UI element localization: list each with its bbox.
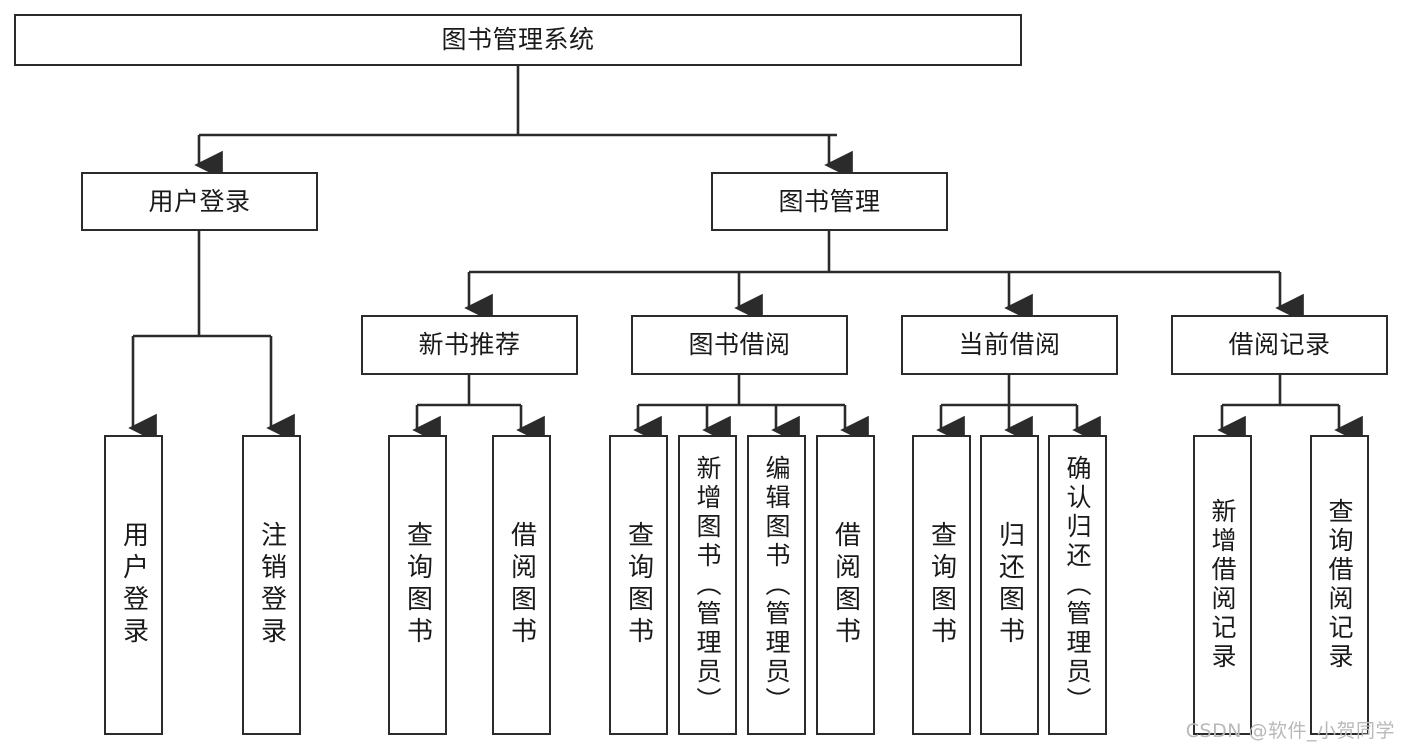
leaf-edit-book-admin[interactable]: 编辑图书（管理员） bbox=[747, 435, 806, 735]
node-new-book-recommend[interactable]: 新书推荐 bbox=[361, 315, 578, 375]
leaf-confirm-return-admin[interactable]: 确认归还（管理员） bbox=[1048, 435, 1107, 735]
leaf-add-book-admin[interactable]: 新增图书（管理员） bbox=[678, 435, 737, 735]
node-label: 确认归还（管理员） bbox=[1063, 454, 1092, 716]
leaf-add-borrow-record[interactable]: 新增借阅记录 bbox=[1193, 435, 1252, 735]
node-label: 查询图书 bbox=[623, 521, 654, 649]
node-label: 用户登录 bbox=[148, 186, 251, 216]
node-label: 当前借阅 bbox=[958, 330, 1061, 360]
leaf-query-book-borrow[interactable]: 查询图书 bbox=[609, 435, 668, 735]
node-label: 借阅记录 bbox=[1228, 330, 1331, 360]
node-user-login[interactable]: 用户登录 bbox=[81, 172, 318, 231]
watermark: CSDN @软件_小贺同学 bbox=[1185, 720, 1395, 742]
leaf-query-book-current[interactable]: 查询图书 bbox=[912, 435, 971, 735]
leaf-logout-login[interactable]: 注销登录 bbox=[242, 435, 301, 735]
node-label: 新增借阅记录 bbox=[1208, 498, 1237, 672]
node-label: 查询图书 bbox=[926, 521, 957, 649]
node-label: 编辑图书（管理员） bbox=[762, 454, 791, 716]
leaf-query-borrow-record[interactable]: 查询借阅记录 bbox=[1310, 435, 1369, 735]
node-label: 查询图书 bbox=[402, 521, 433, 649]
node-label: 注销登录 bbox=[256, 521, 287, 649]
leaf-return-book[interactable]: 归还图书 bbox=[980, 435, 1039, 735]
node-current-borrow[interactable]: 当前借阅 bbox=[901, 315, 1118, 375]
node-label: 图书管理系统 bbox=[441, 25, 595, 55]
leaf-borrow-book-recommend[interactable]: 借阅图书 bbox=[492, 435, 551, 735]
node-label: 归还图书 bbox=[994, 521, 1025, 649]
node-label: 用户登录 bbox=[118, 521, 149, 649]
leaf-borrow-book[interactable]: 借阅图书 bbox=[816, 435, 875, 735]
node-book-management[interactable]: 图书管理 bbox=[711, 172, 948, 231]
node-label: 图书借阅 bbox=[688, 330, 791, 360]
node-label: 新增图书（管理员） bbox=[693, 454, 722, 716]
node-book-borrow[interactable]: 图书借阅 bbox=[631, 315, 848, 375]
leaf-query-book-recommend[interactable]: 查询图书 bbox=[388, 435, 447, 735]
node-label: 图书管理 bbox=[778, 186, 881, 216]
node-root-book-management-system[interactable]: 图书管理系统 bbox=[14, 14, 1022, 66]
node-borrow-record[interactable]: 借阅记录 bbox=[1171, 315, 1388, 375]
node-label: 新书推荐 bbox=[418, 330, 521, 360]
node-label: 查询借阅记录 bbox=[1325, 498, 1354, 672]
leaf-user-login[interactable]: 用户登录 bbox=[104, 435, 163, 735]
node-label: 借阅图书 bbox=[830, 521, 861, 649]
node-label: 借阅图书 bbox=[506, 521, 537, 649]
